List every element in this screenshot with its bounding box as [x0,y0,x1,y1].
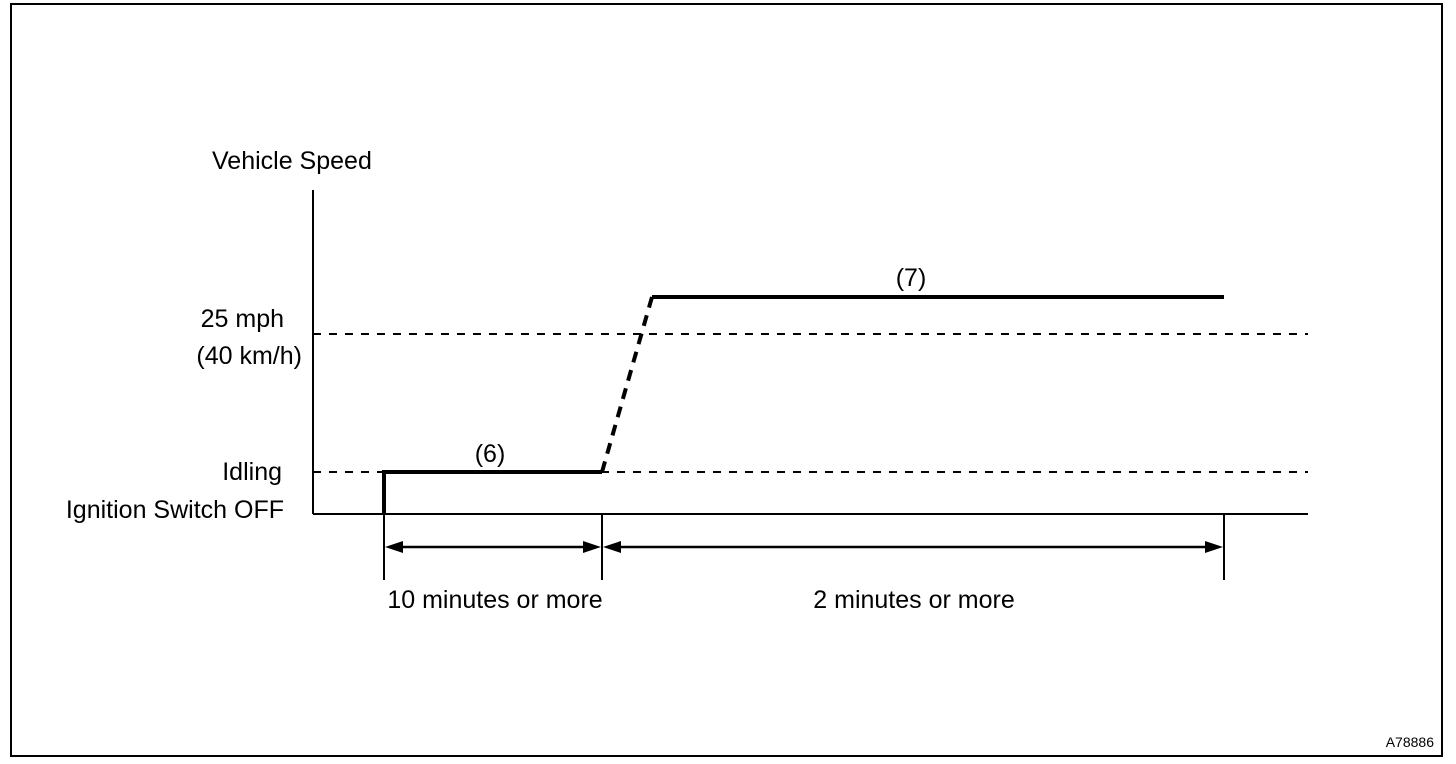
duration-2-arrowhead-right [1205,541,1223,553]
duration-2-arrowhead-left [603,541,621,553]
figure-frame [10,3,1443,757]
acceleration-segment [600,296,654,473]
duration-1-arrowhead-right [583,541,601,553]
step-7-label: (7) [895,264,927,292]
duration-1-arrowhead-left [385,541,403,553]
speed-kmh-label: (40 km/h) [196,342,302,370]
speed-mph-label: 25 mph [200,305,284,333]
figure-code: A78886 [1385,734,1434,750]
ignition-off-label: Ignition Switch OFF [65,496,284,524]
step-6-label: (6) [474,440,506,468]
duration-1-label: 10 minutes or more [387,586,603,614]
idling-label: Idling [222,458,282,486]
duration-2-label: 2 minutes or more [813,586,1015,614]
y-axis-title: Vehicle Speed [212,147,372,175]
